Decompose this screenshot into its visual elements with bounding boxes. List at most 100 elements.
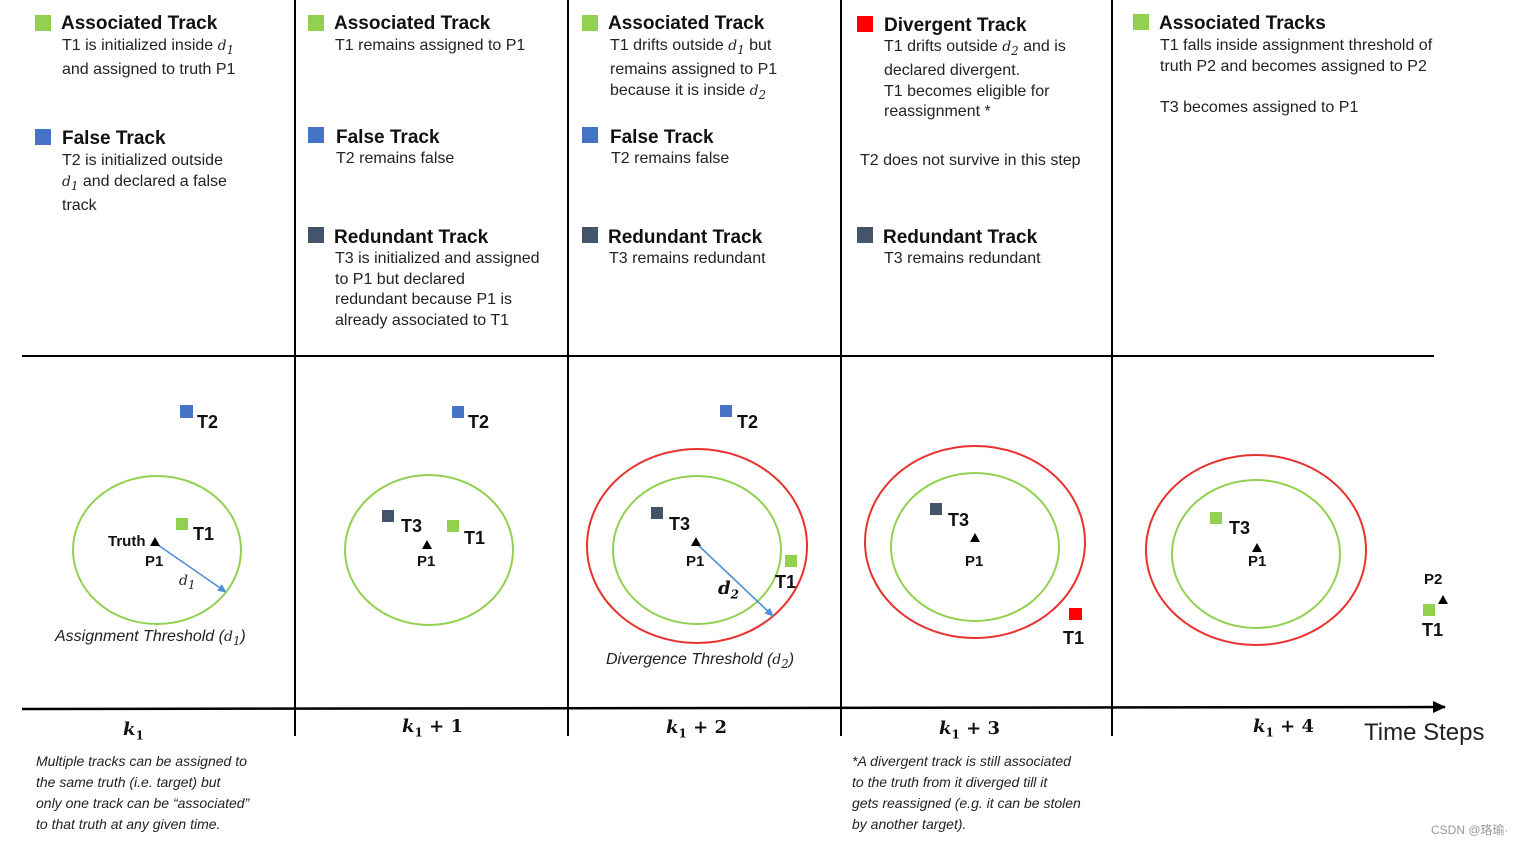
time-step-label: k1 [123,719,144,743]
watermark: CSDN @珞瑜· [1431,823,1509,837]
time-axis-label: Time Steps [1364,719,1485,746]
legend-title: Redundant Track [608,227,763,248]
assignment-threshold-circle [344,474,514,626]
t1-associated-track-marker [785,555,797,567]
p1-label: P1 [965,553,984,570]
legend-text: T2 is initialized outside d1 and declare… [62,152,227,214]
legend-text: T1 is initialized inside d1 and assigned… [62,37,236,79]
t3-redundant-track-marker [930,503,942,515]
associated-track-swatch [35,15,51,31]
legend-title: Redundant Track [334,227,489,248]
t2-false-track-marker [180,405,193,418]
column-divider-2 [567,0,569,736]
t1-associated-track-marker [176,518,188,530]
t1-associated-track-marker [1423,604,1435,616]
assignment-threshold-circle [612,475,782,625]
t3-label: T3 [401,516,423,536]
d1-symbol: d1 [217,38,235,57]
divergence-threshold-circle [586,448,808,644]
time-step-label: k1 + 4 [1253,716,1314,740]
t1-label: T1 [1063,628,1085,648]
legend-title: Associated Tracks [1159,13,1326,34]
t2-false-track-marker [452,406,464,418]
p1-label: P1 [417,553,436,570]
t1-label: T1 [193,524,215,544]
legend-text: T3 remains redundant [609,250,766,267]
t3-redundant-track-marker [651,507,663,519]
truth-p1-marker [1252,543,1262,552]
redundant-track-swatch [857,227,873,243]
legend-text: T3 is initialized and assigned to P1 but… [335,250,540,329]
time-step-label: k1 + 3 [939,718,1000,742]
t3-redundant-track-marker [382,510,394,522]
t3-label: T3 [948,510,970,530]
t1-label: T1 [775,572,797,592]
divergence-threshold-circle [1145,454,1367,646]
legend-text: T1 remains assigned to P1 [335,37,526,54]
time-axis [21,701,1446,714]
legend-title: Associated Track [61,13,218,34]
d1-symbol: d1 [62,173,79,193]
d2-symbol: d2 [1002,39,1019,58]
column-divider-1 [294,0,296,736]
time-step-label: k1 + 1 [402,716,463,740]
t2-label: T2 [197,412,219,432]
header-divider [22,355,1434,357]
time-step-label: k1 + 2 [666,717,727,741]
legend-title: False Track [610,127,714,148]
truth-p2-marker [1438,595,1448,604]
t1-label: T1 [464,528,486,548]
d1-arrow-label: d1 [179,573,196,592]
assignment-threshold-circle [1171,479,1341,629]
t3-associated-track-marker [1210,512,1222,524]
p1-label: P1 [145,553,164,570]
assignment-threshold-circle [890,472,1060,622]
legend-title: Associated Track [334,13,491,34]
p1-label: P1 [1248,553,1267,570]
legend-title: False Track [62,128,166,149]
truth-p1-marker [422,540,432,549]
legend-text: T3 remains redundant [884,250,1041,267]
d2-arrow-label: d2 [718,578,739,602]
legend-text: T2 remains false [336,150,455,167]
t3-label: T3 [669,514,691,534]
divergence-threshold-caption: Divergence Threshold (d2) [606,651,795,671]
legend-text: T1 drifts outside d1 but remains assigne… [610,37,778,102]
false-track-swatch [308,127,324,143]
d2-distance-arrow [697,544,774,617]
truth-p1-marker [150,537,160,546]
assignment-threshold-circle [72,475,242,625]
column-divider-3 [840,0,842,736]
legend-title: False Track [336,127,440,148]
p2-label: P2 [1424,571,1443,588]
d1-distance-arrow [157,544,227,593]
association-rule-note: Multiple tracks can be assigned to the s… [36,753,250,832]
truth-p1-marker [691,537,701,546]
divergence-threshold-circle [864,445,1086,639]
divergent-track-footnote: *A divergent track is still associated t… [852,753,1081,832]
t1-divergent-track-marker [1069,608,1082,620]
associated-track-swatch [1133,14,1149,30]
false-track-swatch [582,127,598,143]
associated-track-swatch [582,15,598,31]
redundant-track-swatch [582,227,598,243]
t2-label: T2 [737,412,759,432]
legend-text: T1 falls inside assignment threshold of … [1160,37,1433,116]
legend-title: Divergent Track [884,15,1027,36]
redundant-track-swatch [308,227,324,243]
t1-label: T1 [1422,620,1444,640]
truth-label: Truth [108,533,146,550]
associated-track-swatch [308,15,324,31]
d1-symbol: d1 [728,38,745,57]
column-divider-4 [1111,0,1113,736]
t3-label: T3 [1229,518,1251,538]
t2-label: T2 [468,412,490,432]
legend-text: T2 does not survive in this step [860,152,1081,169]
d2-symbol: d2 [749,82,767,102]
p1-label: P1 [686,553,705,570]
t2-false-track-marker [720,405,732,417]
truth-p1-marker [970,533,980,542]
assignment-threshold-caption: Assignment Threshold (d1) [55,628,246,648]
legend-text: T1 drifts outside d2 and is declared div… [884,38,1066,121]
